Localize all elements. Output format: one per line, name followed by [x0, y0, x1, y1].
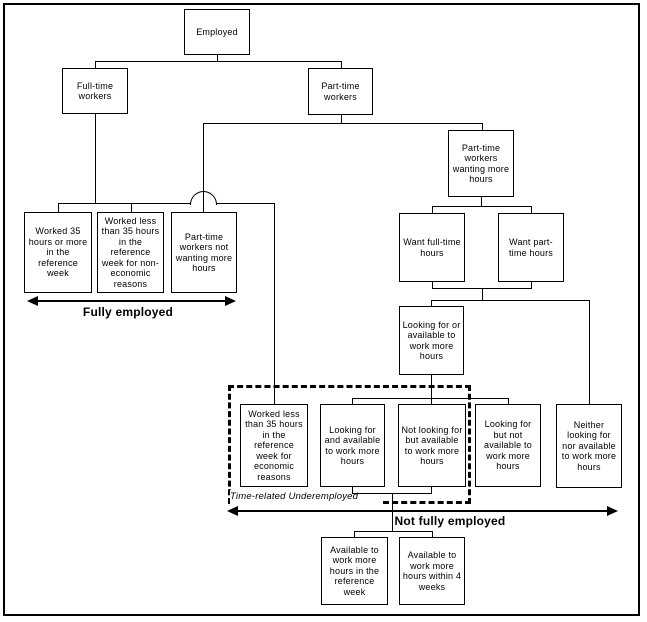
connector-line: [432, 282, 433, 288]
node-worked-35-plus: Worked 35 hours or more in the reference…: [24, 212, 92, 293]
time-related-underemployed-label: Time-related Underemployed: [230, 490, 380, 506]
connector-line: [217, 55, 218, 61]
node-part-time-workers: Part-time workers: [308, 68, 373, 115]
node-full-time-workers: Full-time workers: [62, 68, 128, 114]
connector-line: [352, 487, 353, 493]
connector-line: [531, 206, 532, 213]
node-looking-or-available: Looking for or available to work more ho…: [399, 306, 464, 375]
connector-line: [203, 123, 204, 212]
node-worked-less-non-economic: Worked less than 35 hours in the referen…: [97, 212, 164, 293]
connector-line: [432, 206, 433, 213]
connector-line: [431, 375, 432, 398]
outer-border: [3, 3, 640, 616]
connector-line: [341, 61, 342, 68]
connector-line: [95, 61, 96, 68]
connector-line: [508, 398, 509, 404]
node-want-full-time: Want full-time hours: [399, 213, 465, 282]
connector-line: [95, 114, 96, 204]
connector-line: [203, 123, 482, 124]
node-not-looking-but-available: Not looking for but available to work mo…: [398, 404, 466, 487]
arrow-right-icon: [607, 506, 618, 516]
node-worked-less-economic: Worked less than 35 hours in the referen…: [240, 404, 308, 487]
not-fully-employed-arrow: [237, 510, 608, 512]
connector-line: [58, 203, 59, 212]
node-want-part-time: Want part-time hours: [498, 213, 564, 282]
fully-employed-arrow: [37, 300, 227, 302]
connector-line: [482, 123, 483, 130]
connector-line: [481, 197, 482, 206]
connector-line: [216, 203, 274, 204]
node-pt-not-wanting-more: Part-time workers not wanting more hours: [171, 212, 237, 293]
connector-line: [431, 300, 432, 306]
connector-line: [589, 300, 590, 404]
arrow-left-icon: [27, 296, 38, 306]
connector-line: [352, 398, 508, 399]
connector-line: [58, 203, 191, 204]
fully-employed-label: Fully employed: [82, 305, 174, 319]
connector-line: [431, 398, 432, 404]
node-neither-looking-nor-available: Neither looking for nor available to wor…: [556, 404, 622, 488]
connector-line: [354, 531, 432, 532]
node-available-4-weeks: Available to work more hours within 4 we…: [399, 537, 465, 605]
connector-line: [131, 203, 132, 212]
connector-line: [341, 115, 342, 123]
connector-line: [95, 61, 342, 62]
connector-line: [354, 531, 355, 537]
connector-line: [432, 206, 531, 207]
connector-line: [274, 203, 275, 404]
node-pt-wanting-more: Part-time workers wanting more hours: [448, 130, 514, 197]
connector-line: [392, 493, 393, 531]
node-looking-and-available: Looking for and available to work more h…: [320, 404, 385, 487]
not-fully-employed-label: Not fully employed: [394, 514, 506, 528]
arrow-right-icon: [225, 296, 236, 306]
connector-line: [531, 282, 532, 288]
arrow-left-icon: [227, 506, 238, 516]
connector-line: [432, 531, 433, 537]
node-available-reference-week: Available to work more hours in the refe…: [321, 537, 388, 605]
node-looking-but-not-available: Looking for but not available to work mo…: [475, 404, 541, 487]
node-employed: Employed: [184, 9, 250, 55]
connector-line: [431, 300, 589, 301]
connector-line: [431, 487, 432, 493]
connector-line: [352, 398, 353, 404]
connector-line: [482, 288, 483, 300]
